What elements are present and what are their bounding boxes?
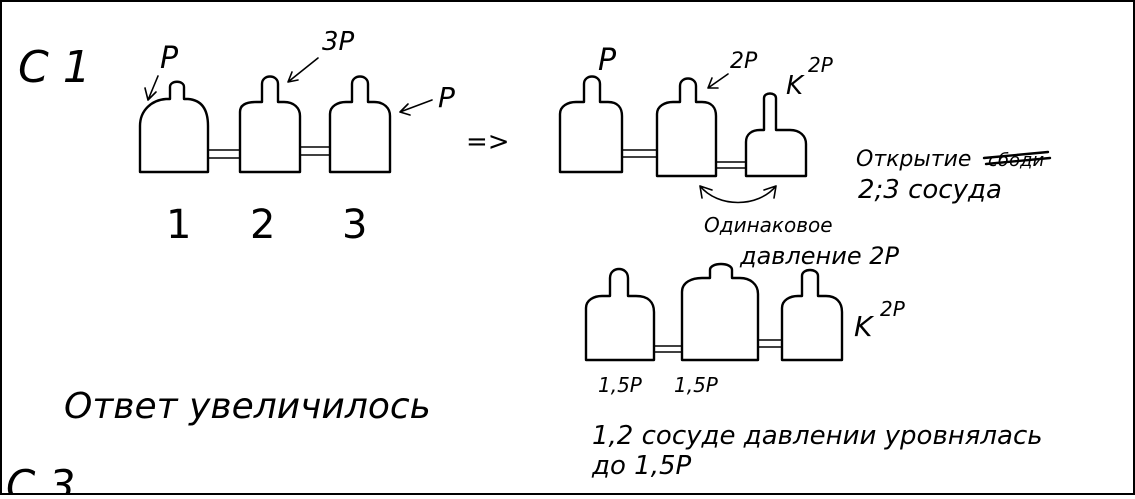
opening-note-line2: 2;3 сосуда (858, 175, 1002, 205)
conclusion-line2: до 1,5P (591, 451, 691, 481)
final-vessels (584, 262, 844, 362)
connector-2-3 (299, 146, 331, 156)
vessel-3-final (780, 268, 844, 362)
pressure-label-vessel-2: 3P (322, 27, 355, 57)
arrow-p-vessel-1 (144, 75, 159, 101)
pressure-label-vessel-3: P (438, 81, 455, 114)
opening-note-line1: Открытие (856, 147, 971, 172)
connector-after-2-3 (715, 161, 747, 169)
arrow-2p-after-vessel-2 (707, 73, 729, 89)
arrow-p-vessel-3 (399, 99, 433, 116)
vessel-2-final (680, 262, 760, 362)
pressure-label-vessel-1: P (160, 41, 179, 76)
problem-1-label: С 1 (18, 42, 91, 93)
pressure-after-vessel-3: 2P (808, 53, 834, 77)
equal-pressure-line1: Одинаковое (704, 213, 833, 237)
connector-final-1-2 (653, 345, 683, 353)
equal-pressure-double-arrow (699, 185, 777, 204)
implies-arrow: => (466, 127, 510, 157)
k-label-after: K (786, 71, 805, 101)
vessel-2-initial (238, 75, 302, 174)
vessel-2-after (655, 77, 718, 178)
initial-vessels (138, 75, 392, 174)
final-pressure-vessel-2: 1,5P (674, 373, 719, 397)
connector-after-1-2 (621, 149, 658, 158)
vessel-number-1: 1 (166, 202, 191, 248)
vessel-3-after (744, 92, 808, 178)
connector-final-2-3 (757, 339, 783, 348)
strikethrough-scribble (982, 150, 1052, 166)
vessel-number-3: 3 (342, 202, 367, 248)
k-label-final: K (854, 310, 875, 343)
pressure-after-vessel-2: 2P (730, 49, 758, 74)
vessel-1-initial (138, 80, 210, 174)
arrow-3p-vessel-2 (287, 57, 319, 83)
vessel-1-after (558, 75, 624, 174)
answer-text: Ответ увеличилось (64, 386, 431, 427)
equal-pressure-line2: давление 2P (739, 242, 900, 270)
vessel-3-initial (328, 75, 392, 174)
vessel-1-final (584, 267, 656, 362)
final-pressure-vessel-1: 1,5P (598, 373, 643, 397)
vessel-number-2: 2 (250, 202, 275, 248)
problem-3-label: С 3 (6, 461, 75, 495)
pressure-after-vessel-1: P (598, 43, 617, 78)
conclusion-line1: 1,2 сосуде давлении уровнялась (592, 421, 1043, 451)
connector-1-2 (207, 149, 241, 159)
after-opening-vessels (558, 75, 808, 204)
k-pressure-final: 2P (880, 297, 906, 321)
